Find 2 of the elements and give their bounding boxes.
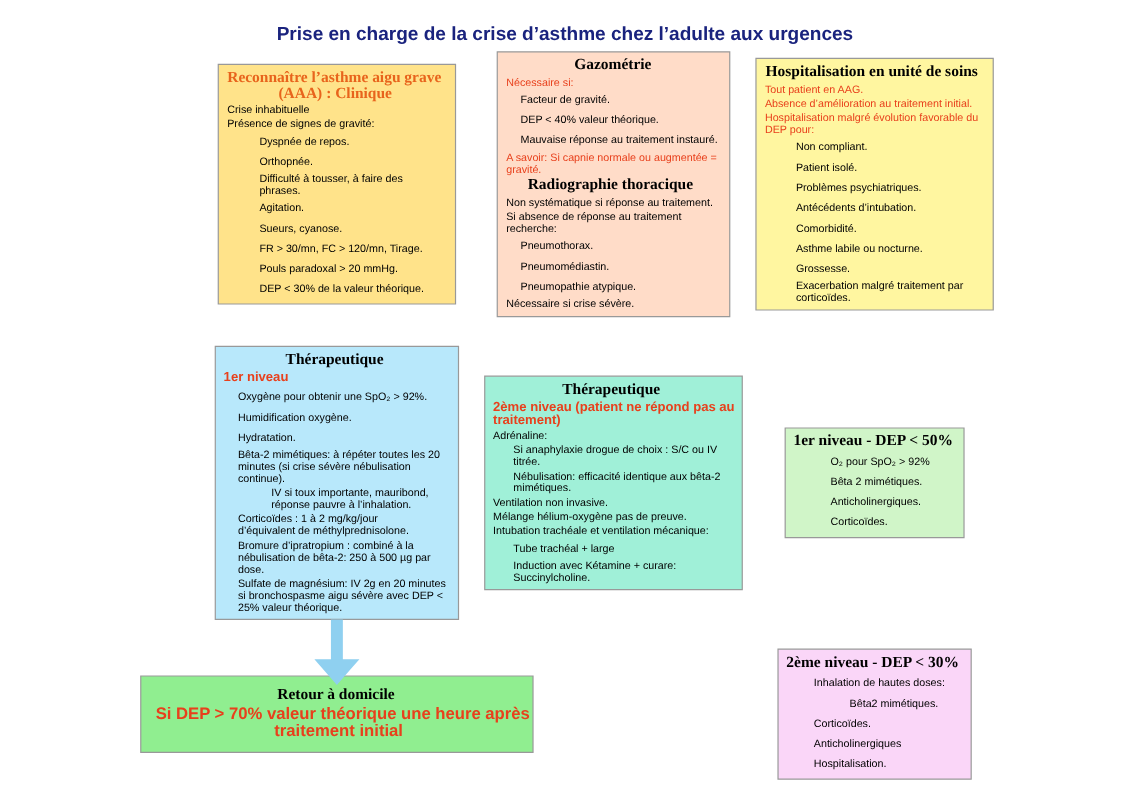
diagram-title: Prise en charge de la crise d’asthme chez l’adulte aux urgences — [275, 23, 853, 46]
arrow — [313, 619, 359, 685]
